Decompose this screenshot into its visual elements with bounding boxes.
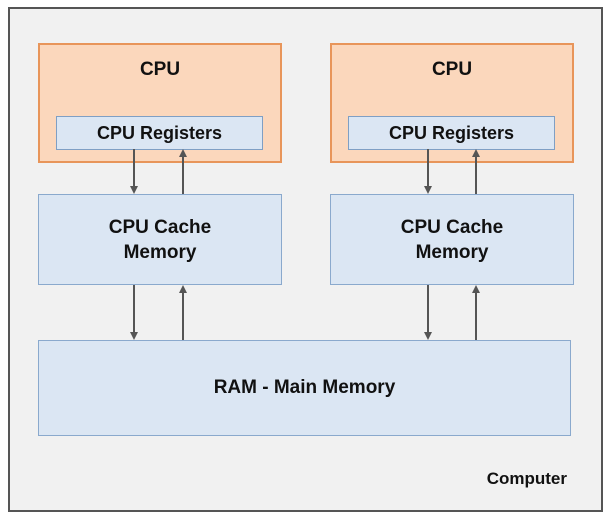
ram-label: RAM - Main Memory <box>213 377 396 398</box>
cpu-registers-1: CPU Registers <box>56 116 263 150</box>
cpu-cache-label-1-line: CPU Cache Memory <box>108 216 212 263</box>
ram-main-memory: RAM - Main Memory <box>38 340 571 436</box>
computer-label: Computer <box>486 469 567 488</box>
cpu-registers-2: CPU Registers <box>348 116 555 150</box>
cpu-title-2: CPU <box>431 59 473 80</box>
cpu-box-2: CPU CPU Registers <box>330 43 574 163</box>
cpu-cache-label-2: CPU Cache Memory <box>352 215 552 265</box>
cpu-cache-memory-2: CPU Cache Memory <box>330 194 574 285</box>
cpu-title-1: CPU <box>139 59 181 80</box>
cpu-cache-label-1: CPU Cache Memory <box>60 215 260 265</box>
cpu-box-1: CPU CPU Registers <box>38 43 282 163</box>
cpu-registers-label-2: CPU Registers <box>388 122 515 143</box>
cpu-cache-memory-1: CPU Cache Memory <box>38 194 282 285</box>
cpu-cache-label-2-line: CPU Cache Memory <box>400 216 504 263</box>
cpu-registers-label-1: CPU Registers <box>96 122 223 143</box>
